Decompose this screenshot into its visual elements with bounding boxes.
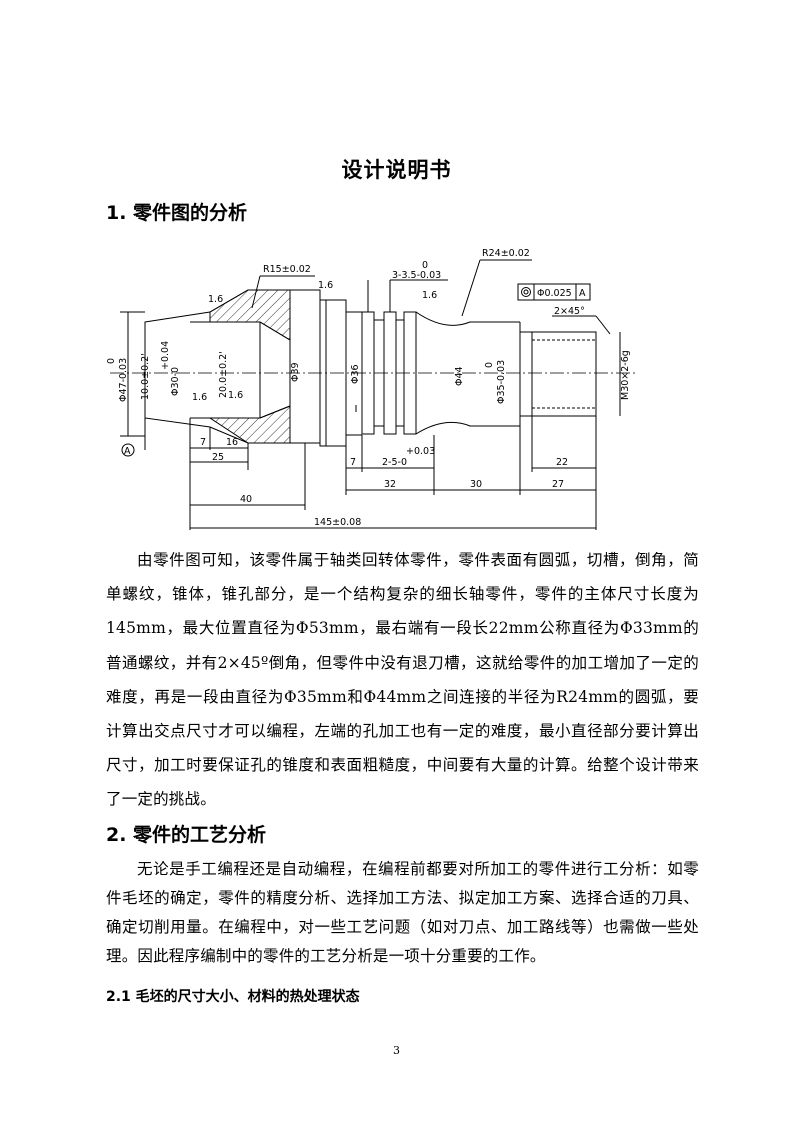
bore2-top: +0.04 [160, 341, 171, 370]
d47-label: Φ47-0.03 [118, 358, 129, 402]
d35-top: 0 [484, 362, 495, 368]
roughness-3: 1.6 [422, 290, 437, 301]
groove-tol-label: 3-3.5-0.03 [392, 270, 441, 281]
bore1-label: 10.0±0.2' [140, 353, 151, 400]
dim-7a: 7 [200, 437, 206, 448]
dim-30: 30 [470, 479, 482, 490]
datum-label: A [124, 446, 131, 457]
dim-groove2-top: +0.03 [406, 446, 435, 457]
dim-16: 16 [226, 437, 238, 448]
dim-40: 40 [240, 494, 252, 505]
paragraph-2: 无论是手工编程还是自动编程，在编程前都要对所加工的零件进行工分析：如零件毛坯的确… [106, 860, 699, 965]
thread-label: M30×2-6g [620, 350, 631, 400]
document-title: 设计说明书 [341, 158, 452, 182]
roughness-4: 1.6 [192, 392, 207, 403]
section-2-heading: 2. 零件的工艺分析 [106, 824, 267, 846]
d36-label: Φ36 [350, 364, 361, 384]
dim-7b: 7 [350, 457, 356, 468]
dim-22: 22 [556, 457, 568, 468]
dim-32: 32 [384, 479, 396, 490]
geom-tol-ref: A [579, 288, 586, 299]
roughness-5: 1.6 [228, 390, 243, 401]
roughness-1: 1.6 [208, 294, 223, 305]
d35-label: Φ35-0.03 [496, 360, 507, 404]
page-number: 3 [393, 1044, 400, 1057]
dim-27: 27 [552, 479, 564, 490]
dim-145: 145±0.08 [314, 517, 361, 528]
part-drawing: R15±0.02 R24±0.02 0 3-3.5-0.03 1.6 1.6 1… [106, 248, 635, 530]
dim-groove2: 2-5-0 [382, 457, 407, 468]
groove-tol-top: 0 [422, 260, 428, 271]
roughness-2: 1.6 [318, 280, 333, 291]
d44-label: Φ44 [454, 366, 465, 386]
section-1-heading: 1. 零件图的分析 [106, 202, 248, 224]
bore3-label: 20.0±0.2' [218, 351, 229, 398]
dim-25: 25 [212, 452, 224, 463]
r15-label: R15±0.02 [263, 264, 311, 275]
chamfer-label: 2×45° [554, 306, 585, 317]
r24-label: R24±0.02 [482, 248, 530, 259]
paragraph-1: 由零件图可知，该零件属于轴类回转体零件，零件表面有圆弧，切槽，倒角，简单螺纹，锥… [106, 551, 699, 809]
d39-label: Φ39 [290, 362, 301, 382]
bore2-label: Φ30-0 [170, 367, 181, 396]
geom-tol-value: Φ0.025 [537, 288, 572, 299]
d47-top: 0 [106, 358, 117, 364]
section-2-1-heading: 2.1 毛坯的尺寸大小、材料的热处理状态 [106, 989, 360, 1005]
